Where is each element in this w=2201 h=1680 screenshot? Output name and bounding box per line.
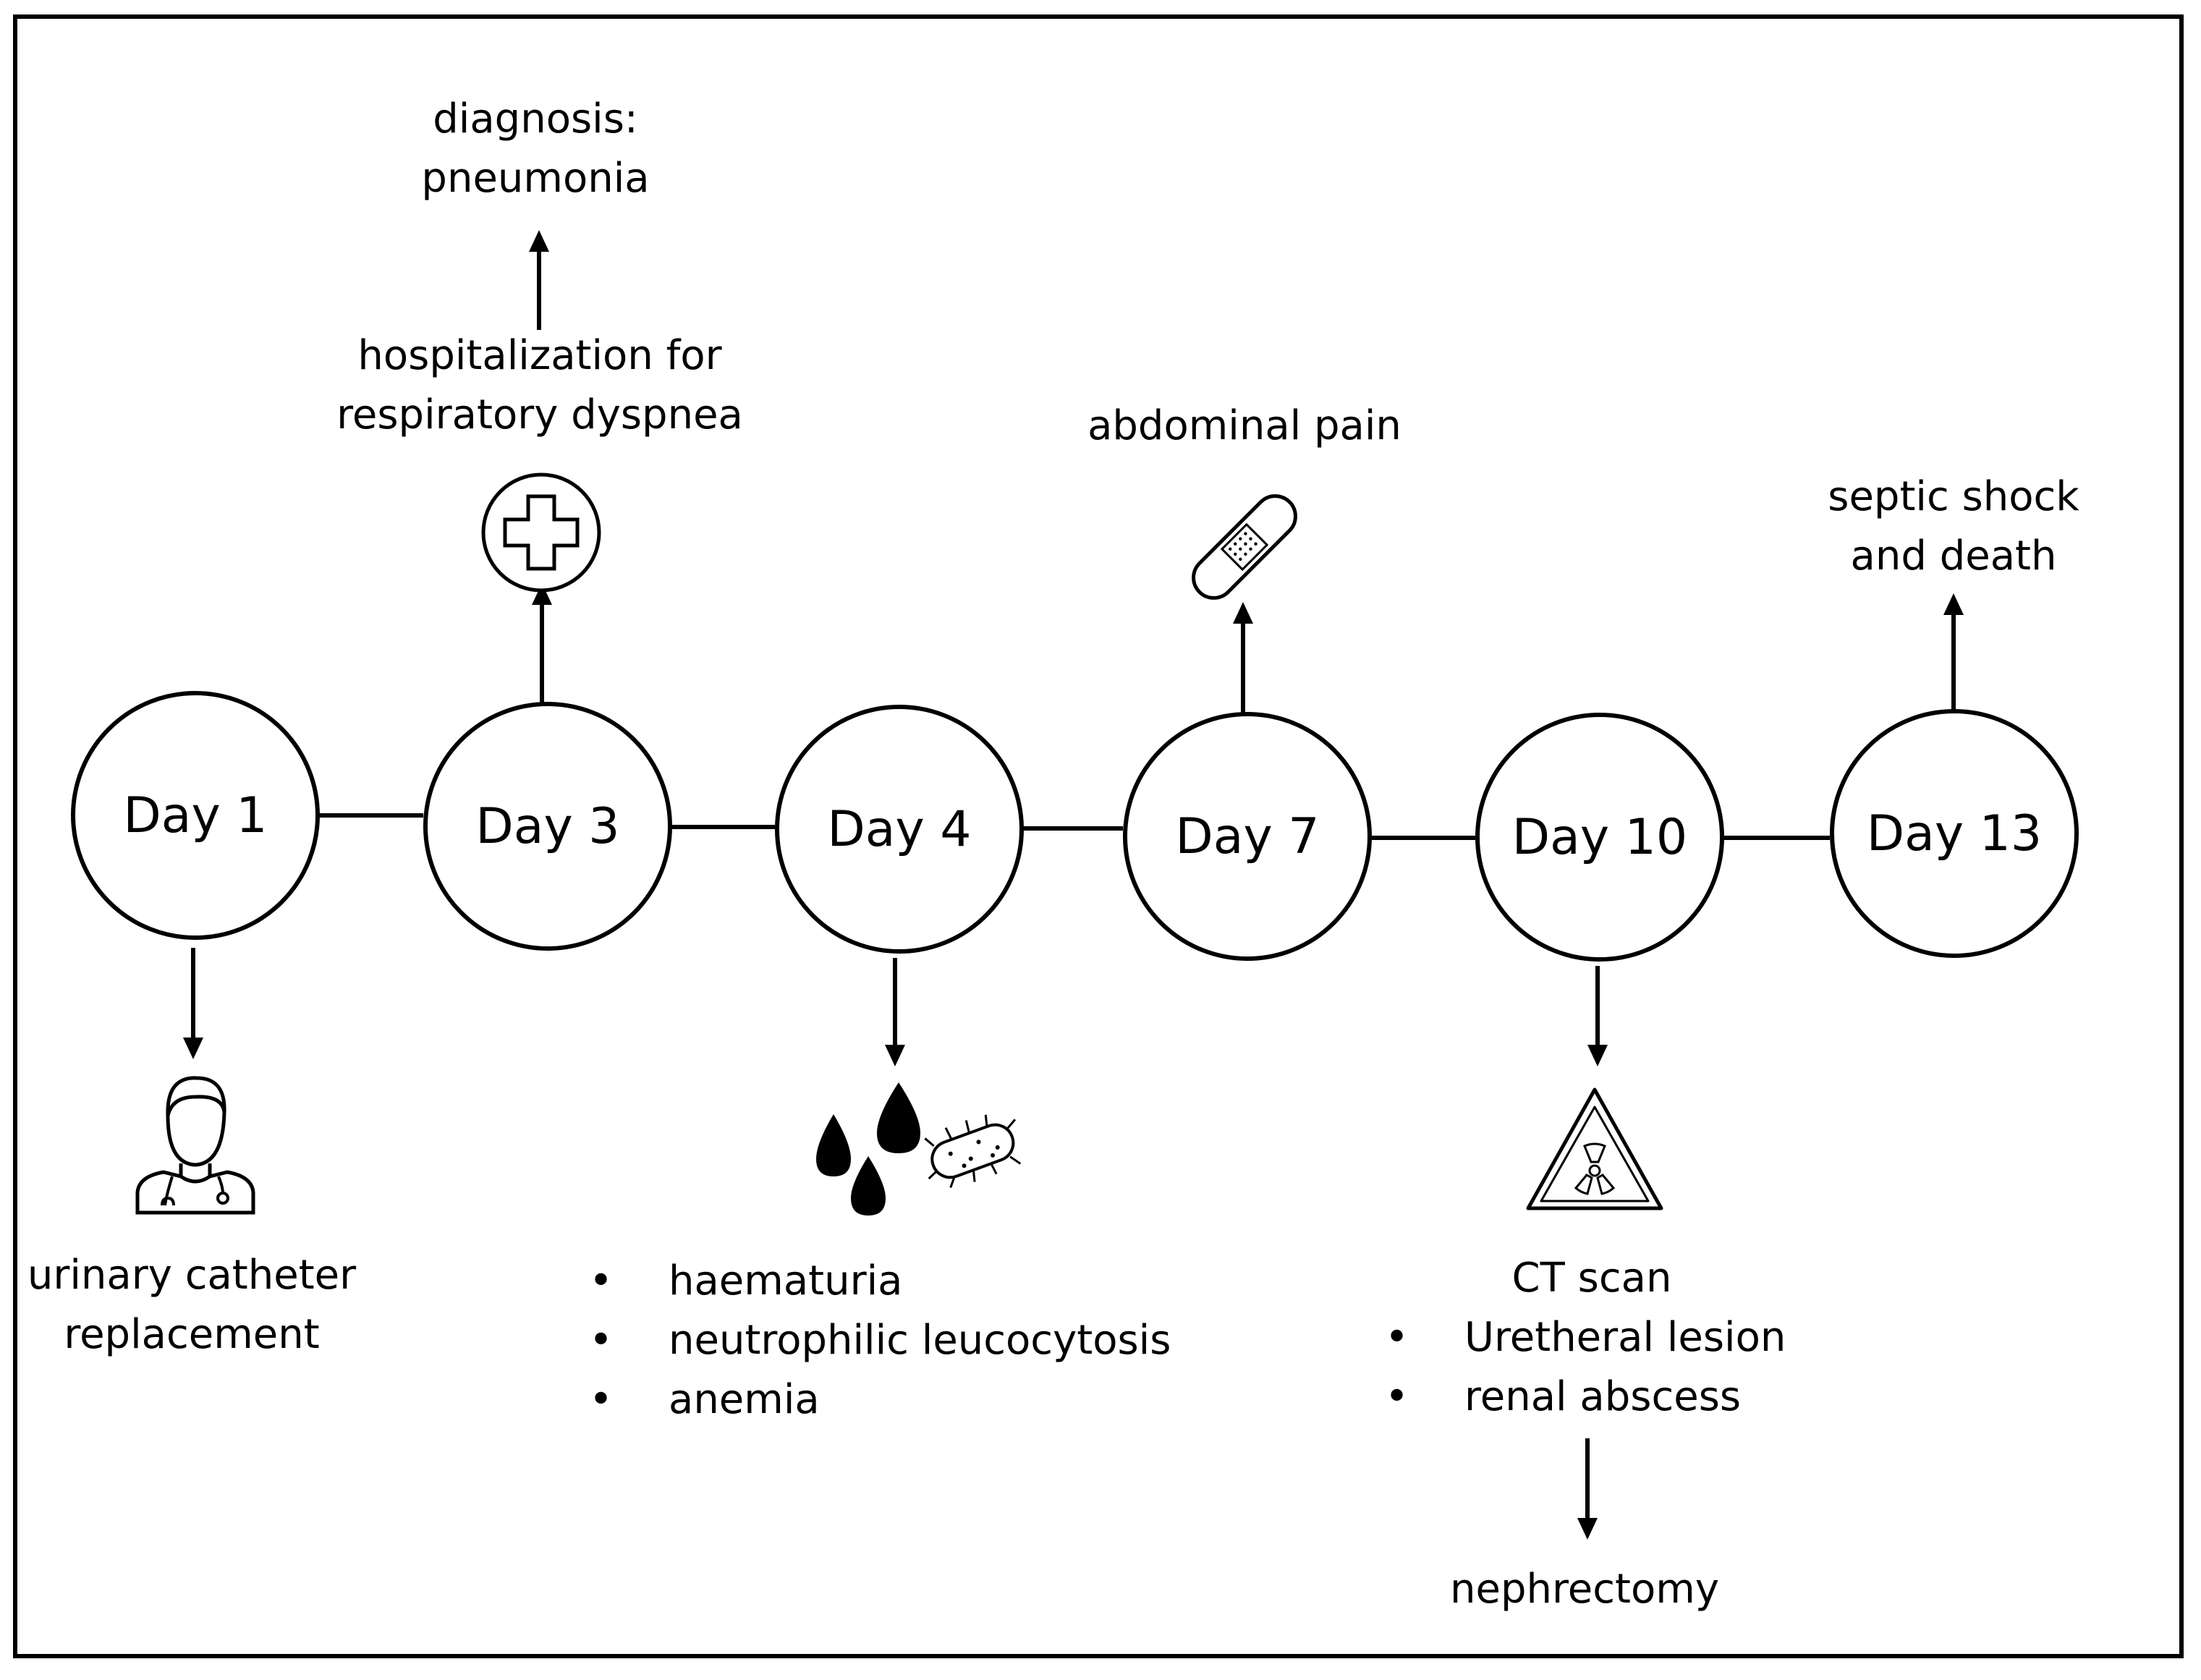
list-item: haematuria <box>589 1252 1171 1311</box>
arrow-diagnosis-shaft <box>537 249 541 330</box>
day-node-1: Day 1 <box>71 691 320 940</box>
day-node-10: Day 10 <box>1475 713 1724 962</box>
day3-event-text: hospitalization for respiratory dyspnea <box>336 332 743 438</box>
day1-event-text: urinary catheter replacement <box>27 1252 357 1358</box>
day-label: Day 3 <box>475 797 620 855</box>
day-node-4: Day 4 <box>775 705 1024 954</box>
blood-drops-bacteria-icon <box>807 1074 1025 1218</box>
day7-event-text: abdominal pain <box>1087 402 1401 449</box>
list-item: Uretheral lesion <box>1385 1308 1786 1367</box>
day-node-7: Day 7 <box>1123 712 1372 961</box>
arrow-diagnosis-head <box>529 230 549 252</box>
arrow-day7-head <box>1233 602 1253 624</box>
day10-ct-scan-heading: CT scan <box>1511 1255 1672 1302</box>
arrow-nephrectomy-head <box>1577 1518 1598 1540</box>
day-label: Day 10 <box>1511 808 1688 866</box>
doctor-icon <box>130 1071 260 1216</box>
list-item: anemia <box>589 1370 1171 1430</box>
connector-1-3 <box>318 813 423 818</box>
day-node-13: Day 13 <box>1830 709 2079 958</box>
day-node-3: Day 3 <box>423 702 672 951</box>
list-item: neutrophilic leucocytosis <box>589 1311 1171 1370</box>
day-label: Day 4 <box>827 800 972 858</box>
connector-7-10 <box>1372 836 1475 840</box>
medical-cross-icon <box>480 472 602 593</box>
day10-followup-text: nephrectomy <box>1450 1566 1719 1613</box>
day-label: Day 1 <box>123 786 268 844</box>
connector-3-4 <box>672 825 775 829</box>
day3-diagnosis-text: diagnosis: pneumonia <box>421 96 650 202</box>
arrow-day13-head <box>1943 593 1964 615</box>
arrow-day4-head <box>885 1045 905 1066</box>
arrow-nephrectomy-shaft <box>1585 1438 1590 1519</box>
arrow-day10-shaft <box>1595 966 1600 1047</box>
connector-10-13 <box>1724 836 1830 840</box>
day10-findings-list: Uretheral lesion renal abscess <box>1385 1308 1786 1427</box>
day-label: Day 7 <box>1175 807 1320 865</box>
arrow-day3-shaft <box>540 602 544 703</box>
day13-event-text: septic shock and death <box>1828 473 2079 580</box>
arrow-day13-shaft <box>1951 612 1956 710</box>
radiation-warning-icon <box>1522 1084 1667 1214</box>
day4-findings-list: haematuria neutrophilic leucocytosis ane… <box>589 1252 1171 1430</box>
arrow-day1-shaft <box>191 948 195 1039</box>
arrow-day1-head <box>183 1038 203 1059</box>
arrow-day7-shaft <box>1241 621 1245 713</box>
list-item: renal abscess <box>1385 1367 1786 1427</box>
diagram-frame <box>13 14 2184 1658</box>
bandage-icon <box>1179 482 1310 612</box>
day-label: Day 13 <box>1866 805 2043 862</box>
arrow-day4-shaft <box>893 958 897 1046</box>
arrow-day10-head <box>1587 1045 1608 1066</box>
connector-4-7 <box>1024 826 1123 831</box>
